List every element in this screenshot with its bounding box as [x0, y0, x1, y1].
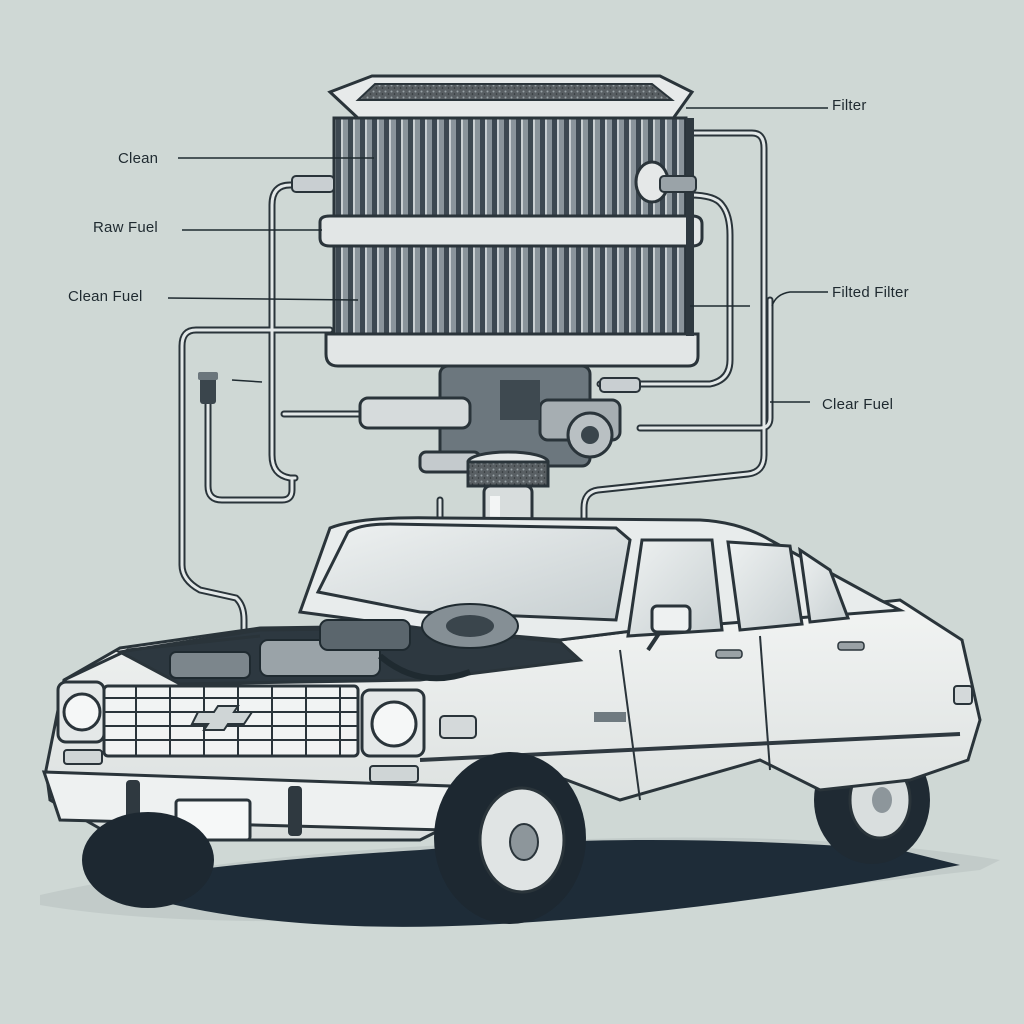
- label-raw-fuel: Raw Fuel: [93, 219, 158, 236]
- label-clean-fuel: Clean Fuel: [68, 288, 143, 305]
- sedan-car: [41, 516, 982, 924]
- label-clean: Clean: [118, 150, 159, 167]
- leader-clean-fuel: [167, 297, 359, 301]
- valve-icon: [198, 372, 218, 404]
- engine-block: [169, 603, 519, 682]
- leader-filted-filter: [771, 291, 828, 307]
- label-filted-filter: Filted Filter: [832, 284, 909, 301]
- inlet-fitting: [291, 160, 697, 204]
- air-filter-element: [318, 74, 704, 368]
- bowtie-emblem-icon: [190, 705, 254, 731]
- callout-leaders: [167, 107, 828, 403]
- left-headlight: [56, 680, 106, 744]
- front-grille: [102, 684, 360, 758]
- label-filter: Filter: [832, 97, 867, 114]
- leader-arrow-left: [231, 379, 263, 383]
- front-wheel: [434, 752, 586, 924]
- label-clear-fuel: Clear Fuel: [822, 396, 894, 413]
- right-headlight: [360, 688, 426, 758]
- fuel-pump-assembly: [358, 364, 641, 474]
